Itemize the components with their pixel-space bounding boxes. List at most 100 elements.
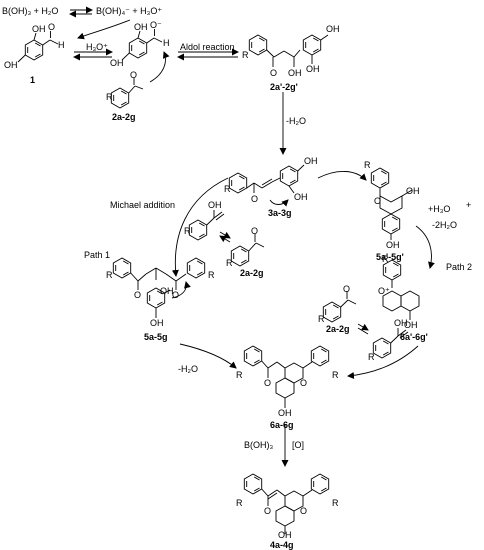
- atom-r-2b: R: [226, 258, 233, 268]
- atom-o-6-1: O: [264, 378, 272, 388]
- equilibrium-arrow-enol-1: [219, 231, 231, 243]
- atom-o-plus-6p: O⁺: [378, 286, 390, 296]
- atom-oh-enol-2: OH: [394, 318, 408, 328]
- arrow-to-hemiketal: [317, 171, 367, 181]
- reagent-path1: Path 1: [84, 250, 111, 260]
- atom-r-5-2: R: [208, 270, 215, 280]
- reagent-aldol: Aldol reaction: [180, 42, 235, 52]
- structure-michael-adduct: [112, 257, 206, 318]
- atom-r-2ap: R: [242, 50, 249, 60]
- equation-products: B(OH)₄⁻ + H₃O⁺: [96, 6, 163, 16]
- atom-r-6p: R: [382, 254, 389, 264]
- arrow-michael-addition: [171, 177, 229, 277]
- atom-o-2c: O: [343, 284, 351, 294]
- reagent-minus-2h2o: -2H₂O: [432, 220, 457, 230]
- reagent-boh3: B(OH)₃: [244, 440, 274, 450]
- compound-label-4: 4a-4g: [270, 540, 294, 550]
- reagent-michael: Michael addition: [110, 200, 176, 210]
- atom-h-p: H: [163, 38, 170, 48]
- atom-r-6-2: R: [332, 370, 339, 380]
- atom-oh-p1: OH: [134, 22, 148, 32]
- atom-o-1: O: [48, 22, 56, 32]
- atom-r-enol-2: R: [368, 352, 375, 362]
- reagent-path2: Path 2: [446, 262, 473, 272]
- equation-reactants: B(OH)₃ + H₂O: [2, 6, 59, 16]
- structure-acetophenone-2: [230, 234, 265, 267]
- reagent-plus-sign: +: [466, 200, 472, 210]
- atom-oh-3b: OH: [294, 192, 308, 202]
- reagent-plus-h3o: +H₃O: [428, 204, 451, 214]
- atom-o-6-2: O: [300, 378, 308, 388]
- equilibrium-arrow-protonation: [73, 48, 113, 61]
- compound-label-2ap: 2a'-2g': [270, 82, 298, 92]
- atom-o-minus: O⁻: [150, 20, 162, 30]
- arrow-h3o-to-aldehyde: [77, 19, 131, 40]
- atom-o-2b: O: [251, 226, 259, 236]
- arrow-ring-closure-curl: [171, 281, 191, 299]
- structure-acetophenone-1: [110, 78, 144, 109]
- atom-oh-p2: OH: [110, 58, 124, 68]
- arrow-path2-to-product: [347, 345, 419, 379]
- atom-o-2a: O: [130, 70, 138, 80]
- structure-flavylium: [382, 259, 420, 320]
- atom-oh-6p: OH: [404, 320, 418, 330]
- atom-r-5p: R: [364, 160, 371, 170]
- reagent-minus-h2o-1: -H₂O: [286, 116, 306, 126]
- atom-r-2a: R: [106, 92, 113, 102]
- atom-r-3: R: [224, 184, 231, 194]
- atom-oh-5-1: OH: [160, 286, 174, 296]
- compound-label-5p: 5a'-5g': [376, 252, 404, 262]
- atom-oh-6: OH: [278, 408, 292, 418]
- reagent-minus-h2o-2: -H₂O: [178, 364, 198, 374]
- arrow-to-flavylium: [415, 225, 435, 269]
- structure-enol-1: [188, 210, 225, 241]
- atom-o-4-1: O: [264, 506, 272, 516]
- equilibrium-arrow-boron: [69, 6, 93, 18]
- atom-o-5-2: O: [172, 290, 180, 300]
- structure-product-4: [243, 473, 330, 534]
- structure-hemiketal: [370, 167, 413, 240]
- arrow-path1-to-product: [179, 343, 237, 369]
- compound-label-3: 3a-3g: [268, 208, 292, 218]
- arrow-nucleophilic-attack: [149, 51, 170, 83]
- compound-label-6p: 6a'-6g': [400, 332, 428, 342]
- compound-label-6: 6a-6g: [270, 420, 294, 430]
- atom-r-5-1: R: [106, 270, 113, 280]
- atom-o-5p: O: [374, 196, 382, 206]
- atom-oh-5p-2: OH: [386, 240, 400, 250]
- structure-enol-2: [372, 328, 409, 359]
- atom-o-2ap: O: [270, 68, 278, 78]
- atom-h-1: H: [58, 40, 65, 50]
- atom-r-4-2: R: [332, 498, 339, 508]
- compound-label-2a-1: 2a-2g: [112, 112, 136, 122]
- structure-compound-1: [17, 31, 59, 63]
- atom-r-6-1: R: [236, 370, 243, 380]
- atom-o-4-2: O: [300, 506, 308, 516]
- structure-chalcone: [228, 164, 305, 194]
- compound-label-2a-3: 2a-2g: [326, 324, 350, 334]
- atom-o-3: O: [251, 194, 259, 204]
- structure-acetophenone-3: [322, 291, 357, 323]
- atom-oh-2ap-2: OH: [306, 64, 320, 74]
- atom-oh-2ap-1: OH: [288, 68, 302, 78]
- atom-oh-2ap-3: OH: [326, 24, 340, 34]
- atom-oh-enol-1: OH: [208, 200, 222, 210]
- atom-r-enol-1: R: [184, 226, 191, 236]
- arrow-cyclization-curl: [269, 199, 289, 207]
- equilibrium-arrow-enol-2: [357, 323, 369, 335]
- reagent-oxidant: [O]: [292, 440, 305, 450]
- atom-oh-5p-1: OH: [406, 186, 420, 196]
- reagent-h3o-plus: H₃O⁺: [86, 42, 108, 52]
- structure-protonated-aldehyde: [121, 29, 163, 61]
- compound-label-2a-2: 2a-2g: [240, 268, 264, 278]
- structure-aldol-adduct: [248, 34, 329, 67]
- atom-r-2c: R: [318, 314, 325, 324]
- atom-oh-1a: OH: [32, 24, 46, 34]
- equilibrium-arrow-aldol: [177, 48, 239, 61]
- atom-oh-4: OH: [278, 530, 292, 540]
- compound-label-5: 5a-5g: [144, 332, 168, 342]
- atom-oh-1b: OH: [4, 60, 18, 70]
- compound-label-1: 1: [30, 75, 36, 85]
- atom-oh-3a: OH: [304, 156, 318, 166]
